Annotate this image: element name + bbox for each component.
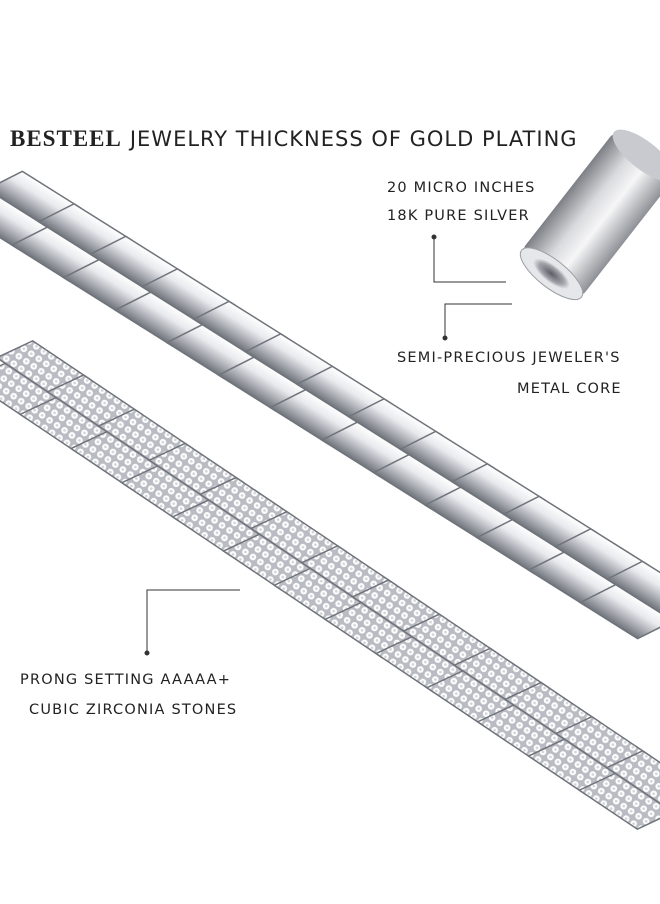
brand-name: BESTEEL [10, 126, 122, 151]
core-label-line1: SEMI-PRECIOUS JEWELER'S [397, 350, 621, 366]
stones-label-line1: PRONG SETTING AAAAA+ [20, 672, 232, 688]
chain-link [578, 560, 660, 640]
plating-material-label: 18K PURE SILVER [387, 208, 530, 224]
title-text: JEWELRY THICKNESS OF GOLD PLATING [129, 127, 578, 151]
plating-thickness-label: 20 MICRO INCHES [387, 180, 536, 196]
cuban-chain [0, 170, 660, 640]
iced-chain-link [577, 749, 660, 831]
leader-lines [144, 234, 512, 656]
plating-tube-icon [519, 129, 660, 301]
stones-label-line2: CUBIC ZIRCONIA STONES [29, 702, 238, 718]
core-label-line2: METAL CORE [517, 381, 622, 397]
page-title: BESTEEL JEWELRY THICKNESS OF GOLD PLATING [10, 126, 578, 152]
iced-cuban-chain [0, 339, 660, 831]
